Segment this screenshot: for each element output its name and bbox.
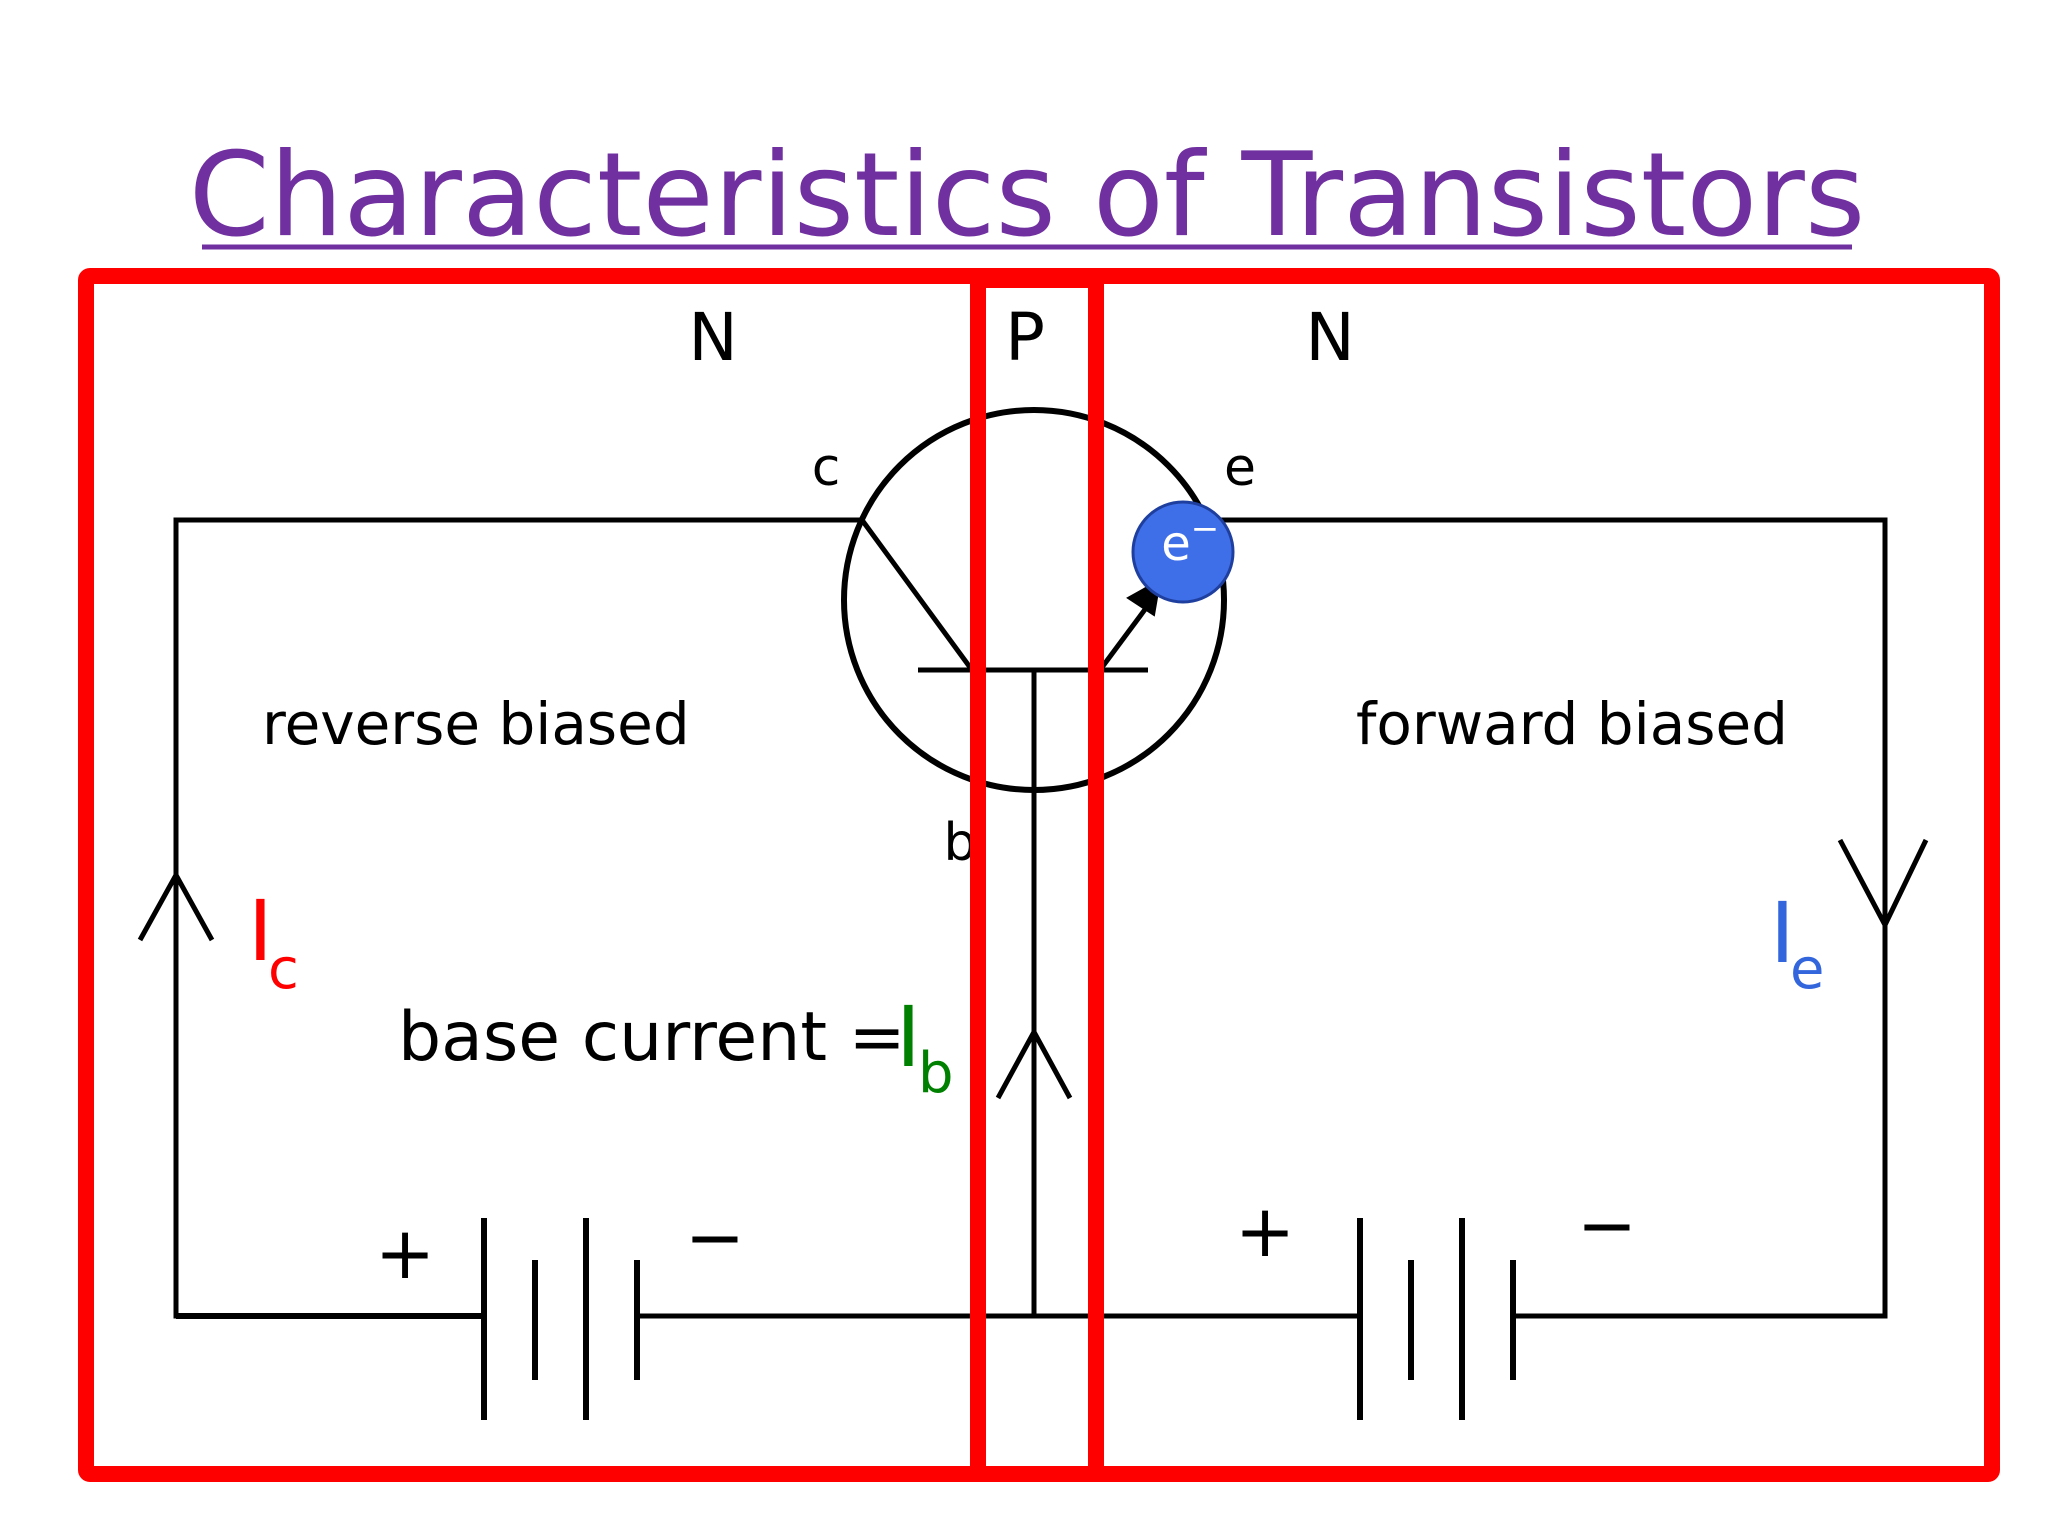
collector-lead [859, 518, 975, 672]
emitter-current-main: I [1770, 884, 1795, 982]
base-current-label: base current = [398, 998, 927, 1077]
collector-wire [173, 517, 862, 1319]
electron-label: e [1161, 516, 1191, 572]
reverse-biased-label: reverse biased [262, 690, 690, 758]
p-region-highlight-frame [970, 272, 1104, 1482]
region-right-label: N [1305, 299, 1354, 376]
base-current-sub: b [918, 1041, 954, 1106]
collector-current-sub: c [268, 937, 299, 1002]
left-battery-minus: − [685, 1195, 745, 1279]
base-current-symbol: I b [896, 988, 954, 1106]
collector-current-label: I c [248, 882, 299, 1002]
title-text: Characteristics of Transistors [189, 128, 1866, 263]
forward-biased-label: forward biased [1356, 690, 1788, 758]
emitter-current-label: I e [1770, 884, 1824, 1002]
emitter-current-sub: e [1790, 937, 1824, 1002]
collector-terminal-label: c [812, 438, 841, 498]
region-middle-label: P [1005, 299, 1045, 376]
electron-circle [1131, 500, 1235, 604]
right-battery-minus: − [1577, 1183, 1637, 1267]
right-battery-icon [1357, 1218, 1516, 1420]
emitter-terminal-label: e [1224, 438, 1256, 498]
base-current-main: I [896, 988, 921, 1086]
collector-current-arrow-icon [137, 869, 215, 942]
electron-charge: − [1191, 509, 1220, 549]
base-current-arrow-icon [995, 1026, 1073, 1100]
emitter-wire [1220, 517, 1888, 1319]
right-battery-plus: + [1235, 1189, 1295, 1273]
outer-highlight-frame [78, 268, 2000, 1482]
collector-current-main: I [248, 882, 273, 980]
slide-title: Characteristics of Transistors [189, 128, 1866, 263]
left-battery-icon [176, 1218, 640, 1420]
transistor-circle [841, 407, 1227, 793]
electron-icon: e − [1131, 500, 1235, 604]
region-left-label: N [688, 299, 737, 376]
emitter-lead [1097, 598, 1155, 672]
highlight-frames [78, 268, 2000, 1482]
left-battery-plus: + [375, 1211, 435, 1295]
emitter-current-arrow-icon [1837, 838, 1929, 931]
